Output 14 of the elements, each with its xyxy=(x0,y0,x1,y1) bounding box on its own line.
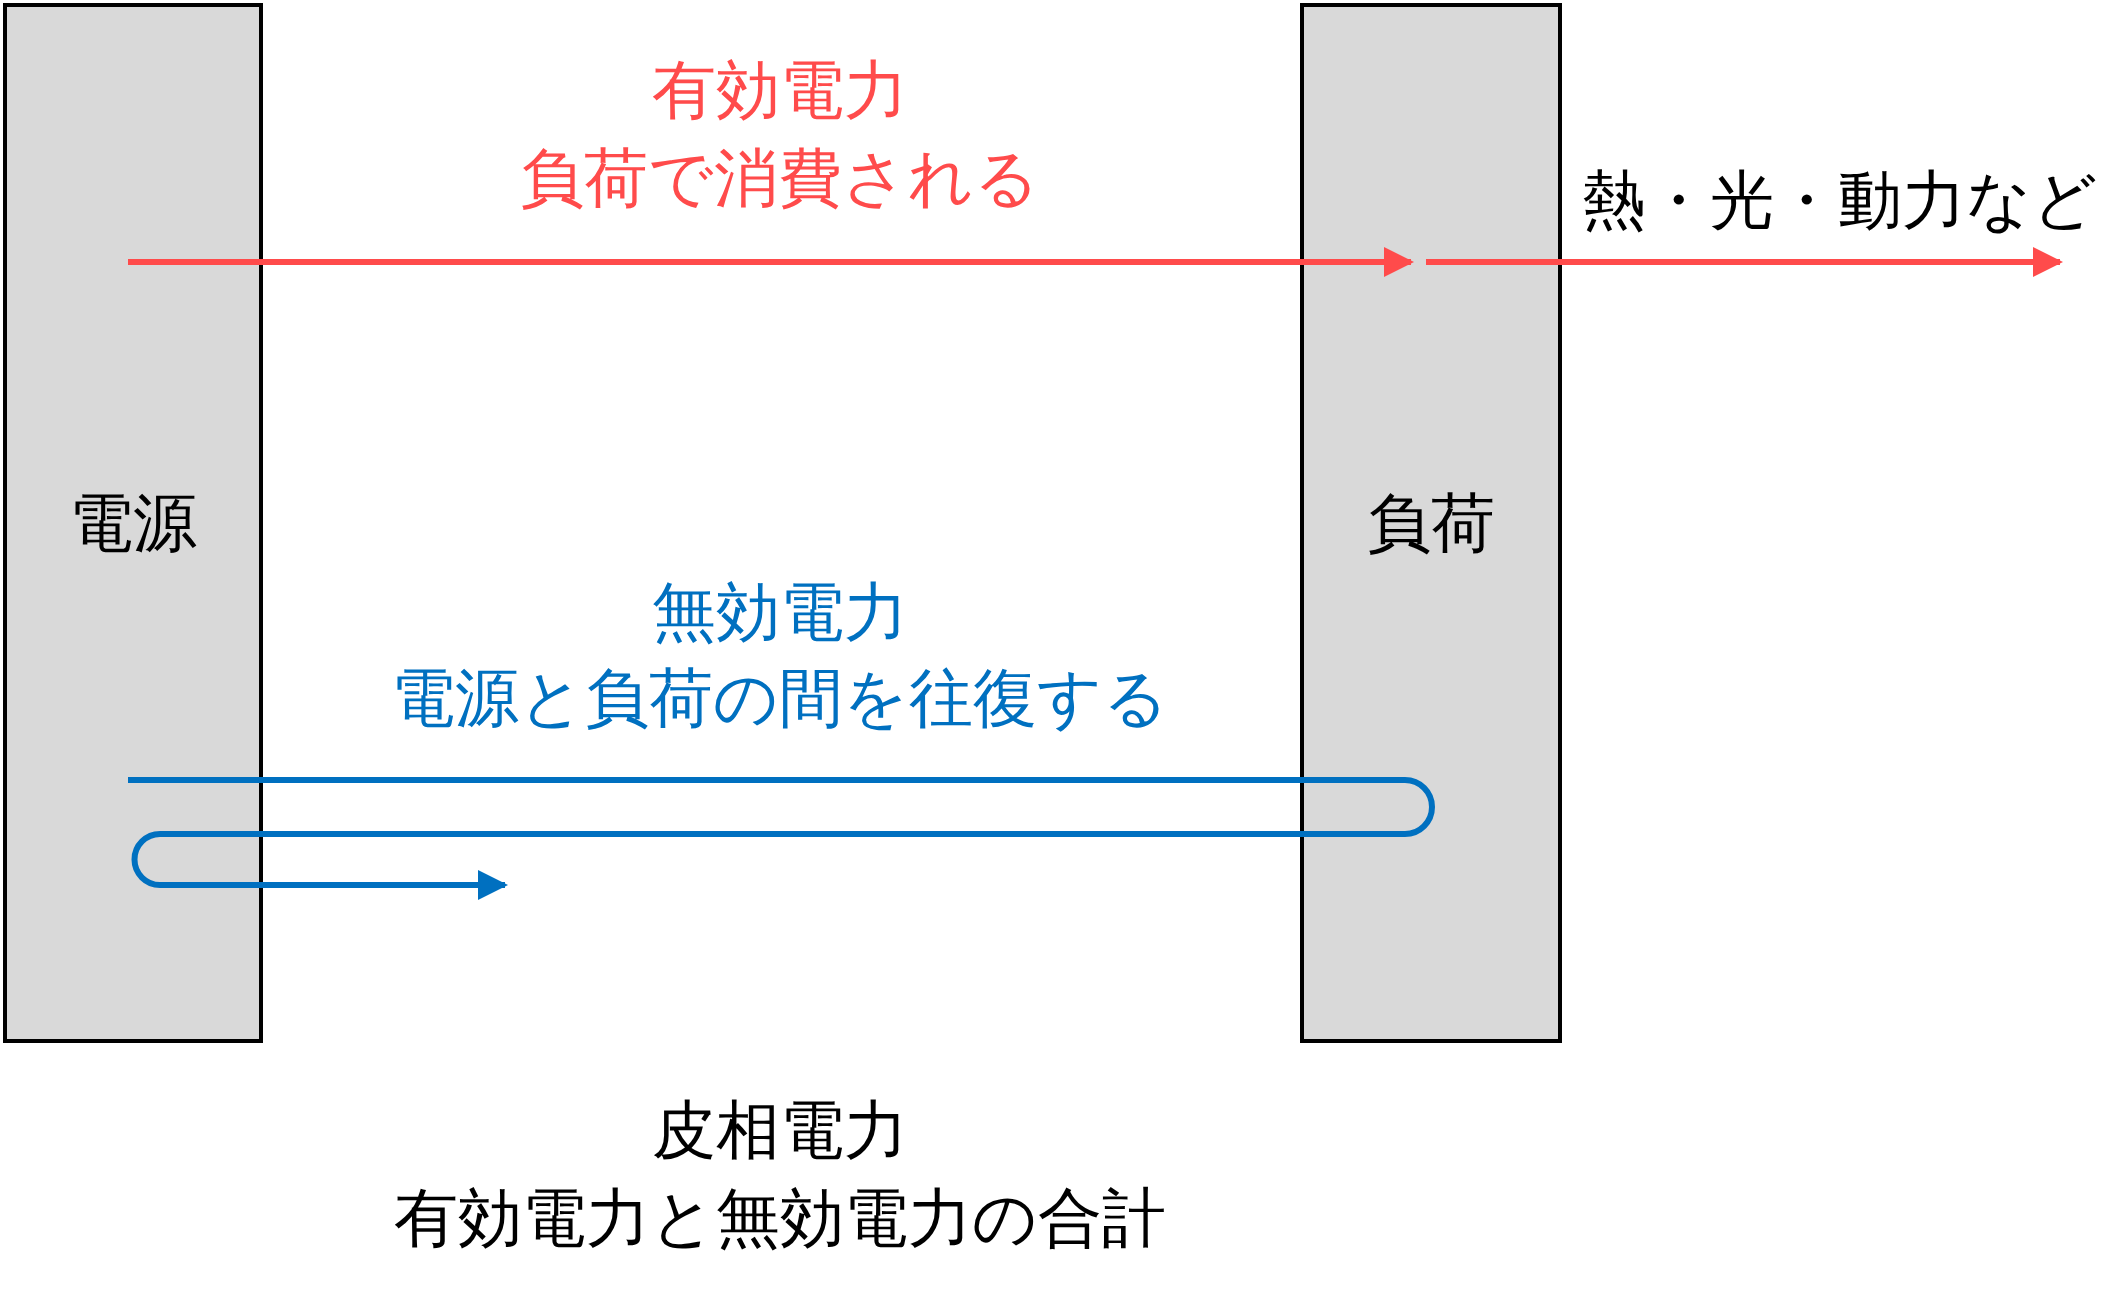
text-label: 無効電力 xyxy=(652,580,908,644)
text-label: 電源と負荷の間を往復する xyxy=(391,666,1169,730)
box xyxy=(3,3,263,1043)
text-label: 皮相電力 xyxy=(652,1098,908,1162)
text-label: 有効電力と無効電力の合計 xyxy=(394,1186,1166,1250)
arrow xyxy=(128,777,1433,900)
edge-label: 熱・光・動力など xyxy=(1582,168,2098,232)
arrow xyxy=(128,247,1414,277)
node-label: 電源 xyxy=(69,484,197,562)
text-label: 有効電力 xyxy=(652,58,908,122)
box xyxy=(1300,3,1562,1043)
node-label: 負荷 xyxy=(1367,484,1495,562)
arrow xyxy=(1426,247,2063,277)
text-label: 負荷で消費される xyxy=(520,146,1040,210)
